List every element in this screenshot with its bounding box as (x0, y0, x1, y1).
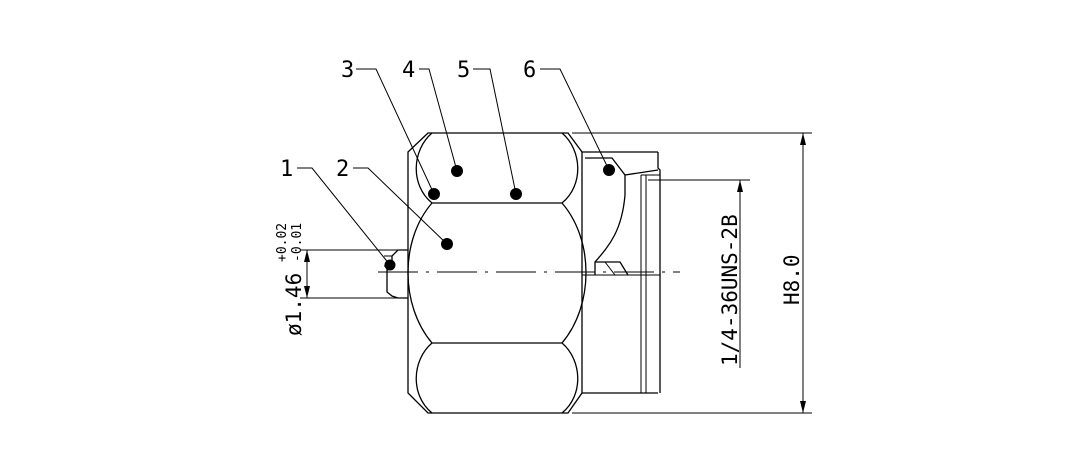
height-dimension: H8.0 (572, 132, 812, 414)
height-label: H8.0 (780, 254, 804, 305)
callout-6: 6 (523, 58, 536, 83)
tolerance-lower: -0.01 (290, 223, 305, 262)
callout-1: 1 (280, 157, 293, 182)
diameter-label: ø1.46 (282, 273, 306, 336)
center-pin (384, 249, 408, 299)
thread-dimension: 1/4-36UNS-2B (648, 179, 750, 368)
thread-label: 1/4-36UNS-2B (718, 214, 742, 366)
diameter-dimension: ø1.46 +0.02 -0.01 (275, 223, 400, 336)
callout-3: 3 (341, 58, 354, 83)
callout-5: 5 (457, 58, 470, 83)
coupling-section (582, 151, 661, 394)
callout-labels: 1 2 3 4 5 6 (280, 58, 536, 182)
leader-lines (297, 68, 610, 266)
hex-body (407, 132, 587, 414)
callout-4: 4 (402, 58, 415, 83)
callout-2: 2 (336, 157, 349, 182)
tolerance-upper: +0.02 (275, 223, 290, 262)
